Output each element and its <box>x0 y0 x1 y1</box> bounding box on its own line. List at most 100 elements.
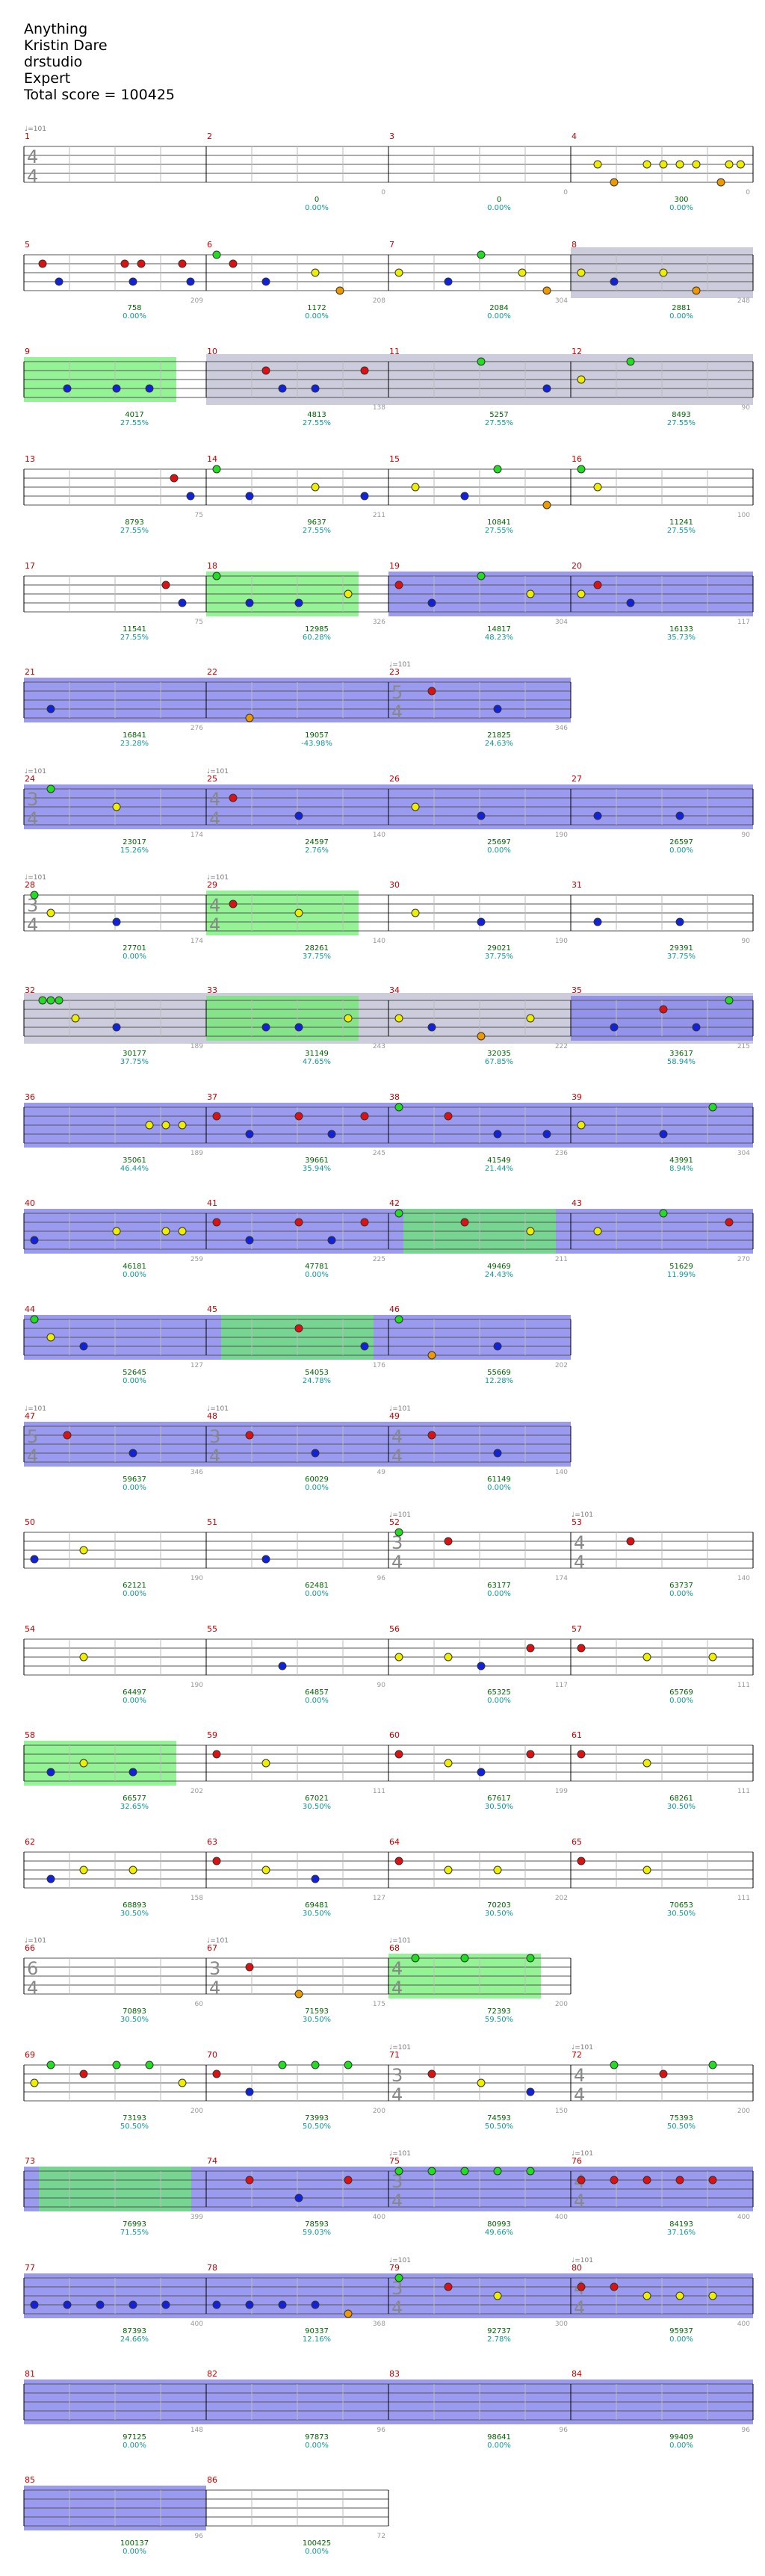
measure-number: 32 <box>25 985 35 995</box>
measure-note-count: 304 <box>555 619 568 626</box>
measure-note-count: 96 <box>560 2427 569 2434</box>
note-gem <box>30 1236 39 1245</box>
running-score: 66577 <box>123 1795 146 1803</box>
star-power-percent: 24.78% <box>303 1377 331 1385</box>
star-power-percent: 0.00% <box>123 1377 146 1385</box>
staff-row: 17751154127.55%183261298560.28%193041481… <box>23 561 754 642</box>
star-power-percent: 0.00% <box>305 312 329 321</box>
running-score: 24597 <box>305 838 329 846</box>
note-gem <box>261 1866 270 1874</box>
measure-number: 82 <box>207 2369 217 2379</box>
star-power-percent: 37.16% <box>667 2229 696 2237</box>
note-gem <box>477 572 486 580</box>
running-score: 72393 <box>487 2007 511 2016</box>
running-score: 32035 <box>487 1050 511 1058</box>
measure-number: 51 <box>207 1517 217 1527</box>
running-score: 8793 <box>125 518 143 527</box>
note-gem <box>626 1537 635 1546</box>
measure-number: 5 <box>25 240 30 250</box>
note-gem <box>477 250 486 259</box>
tempo-marker: ♩=101 <box>389 2044 411 2052</box>
staff-row: 44127526450.00%451765405324.78%462025566… <box>23 1304 572 1385</box>
note-gem <box>161 1227 170 1236</box>
measure-number: 47 <box>25 1411 35 1421</box>
measure-number: 69 <box>25 2050 35 2060</box>
note-gem <box>212 1218 221 1227</box>
star-power-percent: 30.50% <box>667 1910 696 1918</box>
running-score: 11541 <box>123 625 146 634</box>
running-score: 0 <box>315 196 319 204</box>
star-power-percent: 0.00% <box>669 312 693 321</box>
staff-row: 24♩=101341742301715.26%25♩=1014414024597… <box>23 768 754 855</box>
running-score: 47781 <box>305 1263 329 1271</box>
note-gem <box>725 996 734 1005</box>
note-gem <box>344 1014 353 1023</box>
note-gem <box>692 1023 701 1032</box>
tempo-marker: ♩=101 <box>389 1405 411 1413</box>
note-gem <box>493 1449 502 1458</box>
running-score: 31149 <box>305 1050 329 1058</box>
measure-note-count: 190 <box>191 1575 203 1582</box>
measure-note-count: 111 <box>737 1895 750 1902</box>
note-gem <box>229 259 238 268</box>
note-gem <box>212 465 221 474</box>
note-gem <box>692 160 701 169</box>
star-power-percent: 0.00% <box>123 1271 146 1279</box>
measure-number: 46 <box>389 1304 400 1314</box>
song-difficulty: Expert <box>24 70 71 87</box>
measure-number: 13 <box>25 454 35 464</box>
note-gem <box>708 2291 717 2300</box>
running-score: 70893 <box>123 2007 146 2016</box>
measure-note-count: 304 <box>737 1150 750 1157</box>
note-gem <box>593 1227 602 1236</box>
tempo-marker: ♩=101 <box>389 2257 411 2264</box>
note-gem <box>360 1112 369 1121</box>
note-gem <box>294 1112 303 1121</box>
running-score: 11241 <box>669 518 693 527</box>
star-power-percent: 24.66% <box>120 2335 149 2344</box>
tempo-marker: ♩=101 <box>389 661 411 669</box>
measure-number: 4 <box>572 131 577 141</box>
note-gem <box>294 598 303 607</box>
star-power-percent: 30.50% <box>667 1803 696 1811</box>
time-signature-bottom: 4 <box>391 702 403 722</box>
note-gem <box>335 286 344 295</box>
measure-number: 85 <box>25 2475 35 2485</box>
time-signature-bottom: 4 <box>209 1978 220 1998</box>
note-gem <box>261 1555 270 1564</box>
note-gem <box>477 1768 486 1777</box>
note-gem <box>278 1662 287 1671</box>
note-gem <box>212 250 221 259</box>
star-power-percent: 37.75% <box>303 953 331 961</box>
measure-number: 71 <box>389 2050 400 2060</box>
note-gem <box>394 580 403 589</box>
star-power-percent: 30.50% <box>120 1910 149 1918</box>
measure-note-count: 189 <box>191 1043 203 1050</box>
measure-note-count: 138 <box>373 404 385 412</box>
measure-number: 50 <box>25 1517 35 1527</box>
note-gem <box>394 1209 403 1218</box>
time-signature-bottom: 4 <box>391 2190 403 2211</box>
note-gem <box>427 1351 436 1360</box>
measure-number: 44 <box>25 1304 35 1314</box>
star-power-percent: -43.98% <box>301 740 332 748</box>
note-gem <box>593 811 602 820</box>
note-gem <box>610 178 619 187</box>
tempo-marker: ♩=101 <box>25 1937 46 1945</box>
star-power-percent: 0.00% <box>487 1590 511 1598</box>
measure-number: 31 <box>572 880 582 890</box>
measure-note-count: 96 <box>377 1575 386 1582</box>
note-gem <box>161 2300 170 2309</box>
measure-note-count: 140 <box>737 1575 750 1582</box>
note-gem <box>46 1874 55 1883</box>
measure-number: 24 <box>25 774 35 784</box>
star-power-percent: 0.00% <box>305 1484 329 1492</box>
staff-row: 621586889330.50%631276948130.50%64202702… <box>23 1837 754 1918</box>
measure-number: 72 <box>572 2050 582 2060</box>
staff-row: 50190621210.00%5196624810.00%52♩=1013417… <box>23 1511 754 1598</box>
measure-note-count: 199 <box>555 1788 568 1795</box>
note-gem <box>526 2087 535 2096</box>
measure-note-count: 111 <box>373 1788 385 1795</box>
measure-note-count: 326 <box>373 619 385 626</box>
measure-note-count: 304 <box>555 297 568 305</box>
